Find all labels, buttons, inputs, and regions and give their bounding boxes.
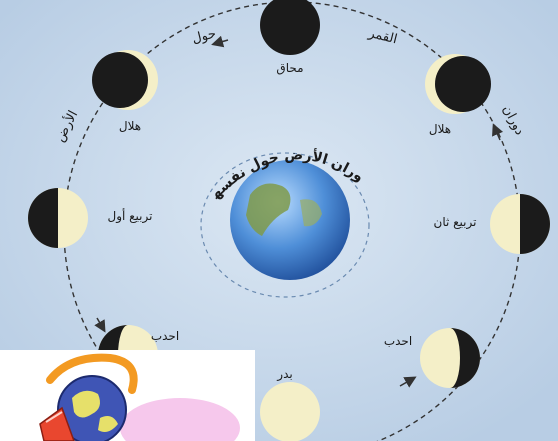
moon-crescent-right (425, 54, 491, 114)
moon-crescent-left (92, 50, 158, 110)
moon-full (260, 382, 320, 441)
phase-label-gibbous-left: احدب (151, 329, 179, 343)
phase-label-gibbous-right: احدب (384, 334, 412, 348)
phase-label-crescent-left: هلال (119, 119, 141, 133)
phase-label-new: محاق (276, 61, 303, 75)
phase-label-crescent-right: هلال (429, 122, 451, 136)
moon-gibbous-right (420, 328, 480, 388)
clipart-panel (0, 350, 255, 441)
phase-label-third-quarter: تربيع ثان (434, 215, 477, 230)
moon-third-quarter (490, 194, 550, 254)
phase-label-full: بدر (276, 367, 292, 382)
moon-first-quarter (28, 188, 88, 248)
phase-label-first-quarter: تربيع أول (108, 208, 153, 224)
pink-blob (120, 398, 240, 441)
